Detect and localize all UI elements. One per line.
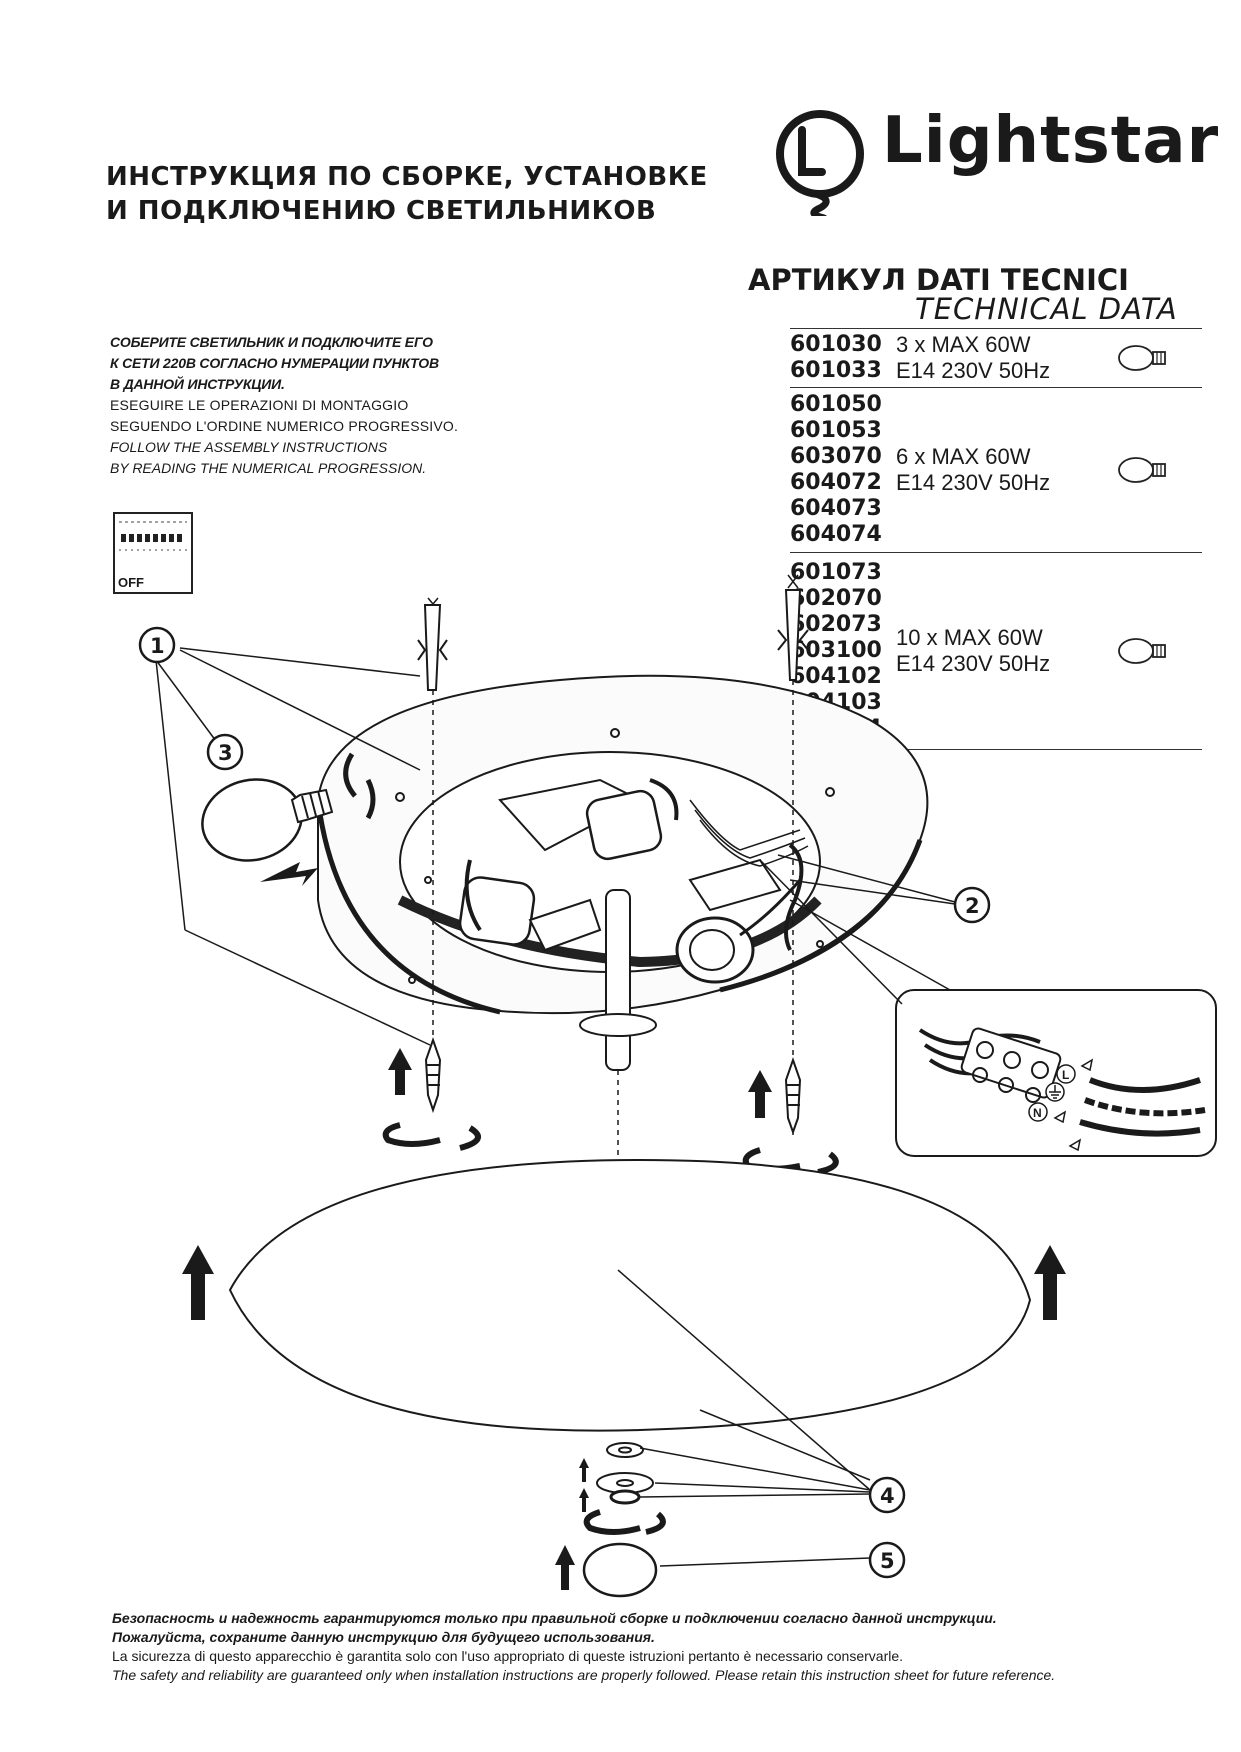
bulb-icon xyxy=(201,778,334,886)
instruction-ru: СОБЕРИТЕ СВЕТИЛЬНИК И ПОДКЛЮЧИТЕ ЕГО xyxy=(110,334,433,350)
footer-ru-2: Пожалуйста, сохраните данную инструкцию … xyxy=(112,1629,655,1645)
instruction-en: FOLLOW THE ASSEMBLY INSTRUCTIONS xyxy=(110,439,388,455)
screw-icon xyxy=(424,1036,442,1114)
finial-cap xyxy=(582,1542,871,1598)
instruction-it: ESEGUIRE LE OPERAZIONI DI MONTAGGIO xyxy=(110,397,409,413)
spec-power: 10 x MAX 60W xyxy=(896,625,1043,650)
marker-5-text: 5 xyxy=(880,1549,895,1573)
marker-2-text: 2 xyxy=(965,894,980,918)
bulb-icon xyxy=(1118,345,1166,371)
instruction-en: BY READING THE NUMERICAL PROGRESSION. xyxy=(110,460,427,476)
terminal-block-icon xyxy=(895,989,1217,1157)
central-rod xyxy=(579,889,657,1270)
spec-power: 6 x MAX 60W xyxy=(896,444,1031,469)
marker-1: 1 xyxy=(138,626,176,664)
footer-ru-1: Безопасность и надежность гарантируются … xyxy=(112,1610,997,1626)
screw-icon xyxy=(784,1056,802,1135)
marker-4: 4 xyxy=(868,1476,906,1514)
ground-symbol-icon xyxy=(1045,1082,1065,1102)
spec-group-1: 601030 601033 3 x MAX 60W E14 230V 50Hz xyxy=(790,328,1202,387)
article-code: 604072 xyxy=(790,470,882,495)
title-line-1: ИНСТРУКЦИЯ ПО СБОРКЕ, УСТАНОВКЕ xyxy=(106,162,708,192)
marker-3-text: 3 xyxy=(218,741,233,765)
article-code: 601073 xyxy=(790,560,882,585)
title-line-2: И ПОДКЛЮЧЕНИЮ СВЕТИЛЬНИКОВ xyxy=(106,196,657,226)
assembly-instructions: СОБЕРИТЕ СВЕТИЛЬНИК И ПОДКЛЮЧИТЕ ЕГО К С… xyxy=(110,332,458,479)
spec-text: 3 x MAX 60W E14 230V 50Hz xyxy=(896,332,1116,384)
spec-header-en: TECHNICAL DATA xyxy=(915,292,1178,326)
spec-text: 6 x MAX 60W E14 230V 50Hz xyxy=(896,444,1116,496)
article-code: 603070 xyxy=(790,444,882,469)
spec-codes: 601030 601033 xyxy=(790,328,896,388)
marker-2: 2 xyxy=(953,886,991,924)
article-code: 604102 xyxy=(790,664,882,689)
footer-disclaimer: Безопасность и надежность гарантируются … xyxy=(112,1609,1192,1685)
terminal-l-text: L xyxy=(1062,1068,1069,1082)
spec-socket: E14 230V 50Hz xyxy=(896,470,1051,495)
footer-en: The safety and reliability are guarantee… xyxy=(112,1667,1056,1683)
spec-header: АРТИКУЛ DATI TECNICI xyxy=(748,263,1129,297)
spec-socket: E14 230V 50Hz xyxy=(896,358,1051,383)
spec-text: 10 x MAX 60W E14 230V 50Hz xyxy=(896,625,1116,677)
bulb-icon xyxy=(1118,457,1166,483)
neutral-terminal-label: N xyxy=(1028,1102,1048,1122)
terminal-n-text: N xyxy=(1033,1106,1042,1120)
glass-shade xyxy=(228,1158,1032,1481)
instruction-ru: В ДАННОЙ ИНСТРУКЦИИ. xyxy=(110,376,285,392)
breaker-switches xyxy=(119,521,187,551)
spec-power: 3 x MAX 60W xyxy=(896,332,1031,357)
wiring-bundle xyxy=(689,799,809,951)
lamp-socket-icon xyxy=(498,778,679,861)
up-arrow-icon xyxy=(182,1048,1066,1590)
article-code: 601033 xyxy=(790,358,882,383)
bulb-icon xyxy=(1118,638,1166,664)
detail-leader-line xyxy=(759,859,903,1005)
article-code: 604074 xyxy=(790,522,882,547)
article-code: 601030 xyxy=(790,332,882,357)
spec-codes: 601050 601053 603070 604072 604073 60407… xyxy=(790,388,896,552)
spec-group-2: 601050 601053 603070 604072 604073 60407… xyxy=(790,387,1202,552)
lightstar-bulb-logo-icon xyxy=(776,110,864,216)
leader-lines xyxy=(155,647,956,1498)
detail-leader-line xyxy=(789,899,951,991)
instruction-ru: К СЕТИ 220В СОГЛАСНО НУМЕРАЦИИ ПУНКТОВ xyxy=(110,355,439,371)
spec-socket: E14 230V 50Hz xyxy=(896,651,1051,676)
marker-1-text: 1 xyxy=(150,634,165,658)
washer-icon xyxy=(596,1442,654,1505)
breaker-panel-icon: OFF xyxy=(113,512,193,594)
marker-4-text: 4 xyxy=(880,1484,895,1508)
article-code: 602070 xyxy=(790,586,882,611)
live-terminal-label: L xyxy=(1056,1064,1076,1084)
marker-5: 5 xyxy=(868,1541,906,1579)
article-code: 601050 xyxy=(790,392,882,417)
switch-off-label: OFF xyxy=(118,575,144,590)
brand-name: Lightstar xyxy=(882,104,1220,178)
instruction-it: SEGUENDO L'ORDINE NUMERICO PROGRESSIVO. xyxy=(110,418,459,434)
lamp-socket-icon xyxy=(675,858,802,984)
article-code: 601053 xyxy=(790,418,882,443)
wall-plug-icon xyxy=(417,597,448,1040)
page-title: ИНСТРУКЦИЯ ПО СБОРКЕ, УСТАНОВКЕ И ПОДКЛЮ… xyxy=(106,160,708,228)
marker-3: 3 xyxy=(206,733,244,771)
lamp-socket-icon xyxy=(458,859,602,952)
article-code: 604073 xyxy=(790,496,882,521)
article-code: 603100 xyxy=(790,638,882,663)
footer-it: La sicurezza di questo apparecchio è gar… xyxy=(112,1648,904,1664)
